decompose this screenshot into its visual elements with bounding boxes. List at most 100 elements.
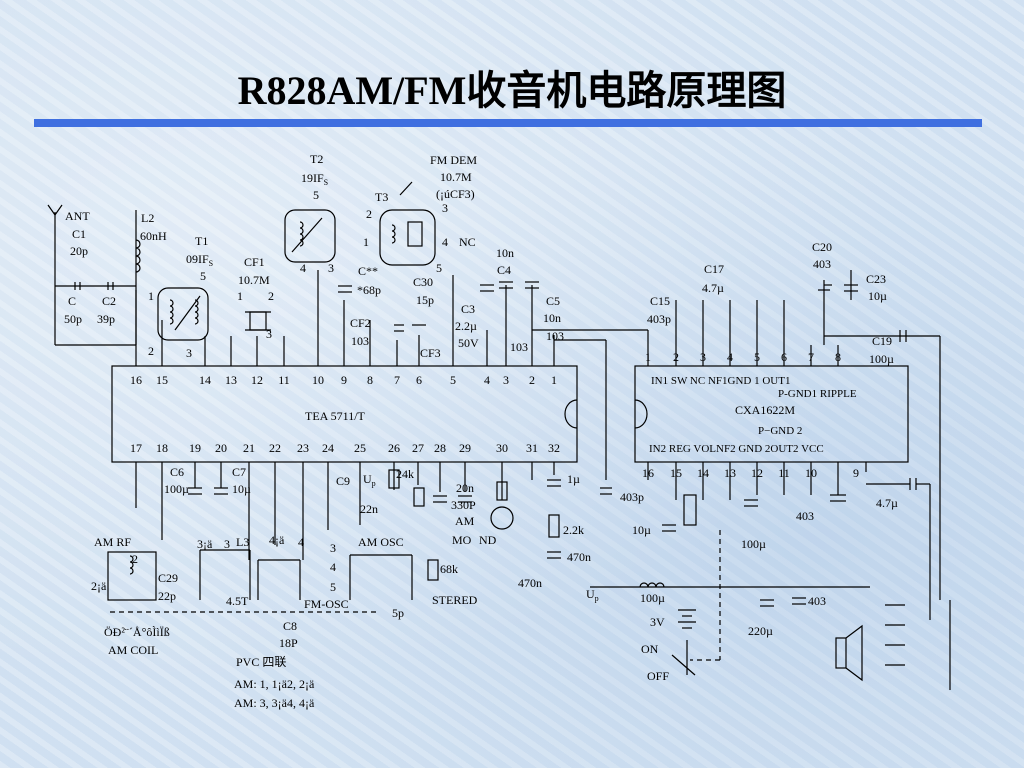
- ant-label: ANT: [65, 209, 90, 223]
- v4-7u: 4.7µ: [876, 496, 898, 510]
- v403p: 403p: [620, 490, 644, 504]
- ic1-top-pin-10: 10: [312, 373, 324, 387]
- ic2-bottom-pin-14: 14: [697, 466, 709, 480]
- t1-pin1: 1: [148, 289, 154, 303]
- ic2-top-pin-7: 7: [808, 350, 814, 364]
- p3-label: 3: [224, 537, 230, 551]
- ic1-bottom-pin-31: 31: [526, 441, 538, 455]
- ic1-bottom-pin-29: 29: [459, 441, 471, 455]
- ic2-bottom-leads: [647, 462, 867, 500]
- cf1-pin1: 1: [237, 289, 243, 303]
- c2-label: C2: [102, 294, 116, 308]
- bottom-components: [188, 469, 931, 620]
- c3-value: 2.2µ: [455, 319, 477, 333]
- off-label: OFF: [647, 669, 669, 683]
- gang-dashes: [110, 530, 721, 661]
- page-title: R828AM/FM收音机电路原理图: [237, 68, 787, 113]
- p4b-label: 4: [330, 560, 336, 574]
- amrf-label: AM RF: [94, 535, 131, 549]
- t3-pin4: 4: [442, 235, 448, 249]
- nd-label: ND: [479, 533, 497, 547]
- cf2-label: CF2: [350, 316, 371, 330]
- c29-value: 22p: [158, 589, 176, 603]
- ic1-top-pin-3: 3: [503, 373, 509, 387]
- t3-label: T3: [375, 190, 388, 204]
- up-label: Up: [363, 472, 376, 488]
- c9-label: C9: [336, 474, 350, 488]
- pvc-label: PVC 四联: [236, 655, 286, 669]
- v100u-b: 100µ: [640, 591, 665, 605]
- ic1-bottom-pin-26: 26: [388, 441, 400, 455]
- ic1-bottom-leads: [135, 462, 555, 560]
- l3-label: L3: [236, 535, 249, 549]
- ic1-top-pin-7: 7: [394, 373, 400, 387]
- ic1-bottom-pin-18: 18: [156, 441, 168, 455]
- t2-transformer: [284, 209, 336, 263]
- ic2-top-pin-8: 8: [835, 350, 841, 364]
- t3-pin2: 2: [366, 207, 372, 221]
- ic1-bottom-pin-19: 19: [189, 441, 201, 455]
- ic1-bottom-pin-27: 27: [412, 441, 424, 455]
- v4-5t: 4.5T: [226, 594, 249, 608]
- v220u: 220µ: [748, 624, 773, 638]
- c3-label: C3: [461, 302, 475, 316]
- ic1-bottom-pin-17: 17: [130, 441, 142, 455]
- pvc-am2: AM: 3, 3¡ä4, 4¡ä: [234, 696, 315, 710]
- cf1-pin3: 3: [266, 327, 272, 341]
- ic2-bottom-pin-13: 13: [724, 466, 736, 480]
- am-n2b: 2¡ä: [91, 579, 107, 593]
- t3-pin1: 1: [363, 235, 369, 249]
- c-value: 50p: [64, 312, 82, 326]
- t3-pin5: 5: [436, 261, 442, 275]
- t1-pin2: 2: [148, 344, 154, 358]
- v403-b: 403: [808, 594, 826, 608]
- v20n: 20n: [456, 481, 474, 495]
- cxx-label: C**: [358, 264, 378, 278]
- ic1-bottom-pin-21: 21: [243, 441, 255, 455]
- ic1-bottom-pin-23: 23: [297, 441, 309, 455]
- ic1-top-pin-5: 5: [450, 373, 456, 387]
- v68k: 68k: [440, 562, 458, 576]
- v103a: 103: [546, 329, 564, 343]
- c15-label: C15: [650, 294, 670, 308]
- top-capacitors: [338, 281, 941, 600]
- amosc-label: AM OSC: [358, 535, 404, 549]
- v1u: 1µ: [567, 472, 580, 486]
- t3-transformer: [379, 181, 436, 266]
- ic1-top-pin-2: 2: [529, 373, 535, 387]
- c8-value: 18P: [279, 636, 298, 650]
- ic2-body: [634, 365, 909, 463]
- c5-value: 10n: [543, 311, 561, 325]
- ic1-bottom-pin-22: 22: [269, 441, 281, 455]
- amcoil-label-1: ÖÐ²¨´Å°ôÌìÏß: [104, 625, 170, 639]
- l2-value: 60nH: [140, 229, 167, 243]
- ic2-top-funcs: IN1 SW NC NF1GND 1 OUT1: [651, 375, 790, 387]
- p3a-label: 3¡ä: [197, 537, 213, 551]
- am-label: AM: [455, 514, 475, 528]
- up2-label: Up: [586, 587, 599, 603]
- ic2-top-leads: [647, 270, 940, 366]
- ic1-top-pin-16: 16: [130, 373, 142, 387]
- am-coil-section: [107, 549, 413, 601]
- ic2-bottom-pin-10: 10: [805, 466, 817, 480]
- p5b-label: 5: [330, 580, 336, 594]
- t2-pin3: 3: [328, 261, 334, 275]
- title-underline: [34, 119, 982, 127]
- ic1-top-pin-9: 9: [341, 373, 347, 387]
- c17-label: C17: [704, 262, 724, 276]
- c8-label: C8: [283, 619, 297, 633]
- ic2-pgnd2: P−GND 2: [758, 425, 802, 437]
- ic1-name: TEA 5711/T: [305, 409, 366, 423]
- ic1-bottom-pin-20: 20: [215, 441, 227, 455]
- p4-label: 4: [298, 535, 304, 549]
- fmosc-label: FM-OSC: [304, 597, 349, 611]
- t1-pin3: 3: [186, 346, 192, 360]
- fmdem-label: FM DEM: [430, 153, 477, 167]
- ic2-pgnd1: P-GND1 RIPPLE: [778, 388, 857, 400]
- pvc-am1: AM: 1, 1¡ä2, 2¡ä: [234, 677, 315, 691]
- ic2-bottom-pin-9: 9: [853, 466, 859, 480]
- ic1-bottom-pin-32: 32: [548, 441, 560, 455]
- stered-label: STERED: [432, 593, 478, 607]
